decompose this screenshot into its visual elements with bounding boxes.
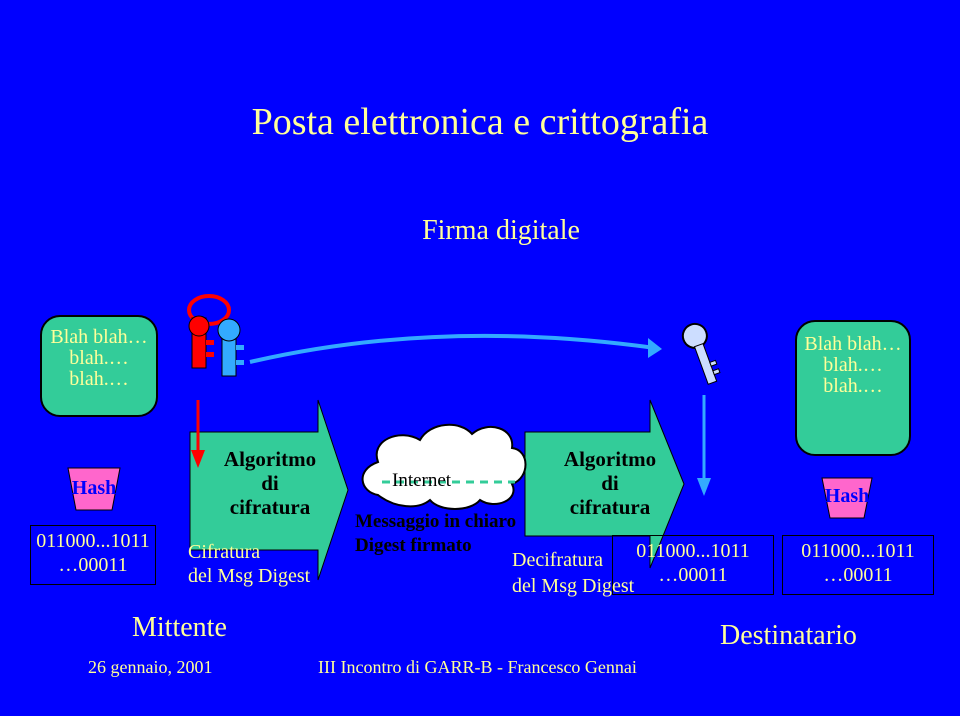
- transfer-curve: [249, 333, 656, 364]
- digest-left-box: 011000...1011 …00011: [30, 525, 156, 585]
- doc-line: blah.…: [823, 354, 883, 376]
- decrypt-caption: Decifratura del Msg Digest: [512, 548, 652, 598]
- key-icon: [681, 322, 721, 385]
- encrypt-algorithm-label: Algoritmo di cifratura: [200, 447, 340, 519]
- algo-line: di: [601, 471, 619, 495]
- footer-event: III Incontro di GARR-B - Francesco Genna…: [318, 657, 637, 677]
- caption-line: Cifratura: [188, 541, 261, 563]
- algo-line: cifratura: [569, 495, 651, 519]
- hash-left-label: Hash: [71, 477, 117, 499]
- algo-line: di: [261, 471, 279, 495]
- algo-line: Algoritmo: [223, 447, 317, 471]
- digest-line: …00011: [58, 554, 128, 576]
- doc-line: Blah blah…: [804, 333, 902, 355]
- encrypt-caption: Cifratura del Msg Digest: [188, 540, 338, 588]
- digest-line: 011000...1011: [36, 530, 150, 552]
- blue-key-icon: [217, 318, 244, 377]
- caption-line: del Msg Digest: [188, 565, 311, 587]
- algo-line: cifratura: [229, 495, 311, 519]
- doc-line: Blah blah…: [50, 326, 148, 348]
- sender-label: Mittente: [132, 612, 227, 643]
- red-key-icon: [187, 294, 231, 369]
- sender-document: Blah blah… blah.… blah.…: [40, 315, 158, 417]
- page-title: Posta elettronica e crittografia: [251, 101, 709, 143]
- doc-line: blah.…: [69, 368, 129, 390]
- caption-line: del Msg Digest: [512, 575, 635, 597]
- receiver-down-arrowhead: [697, 478, 711, 496]
- algo-line: Algoritmo: [563, 447, 657, 471]
- hash-left-shape: [67, 467, 121, 511]
- cloud-icon: [361, 423, 527, 510]
- digest-middle-box: 011000...1011 …00011: [612, 535, 774, 595]
- digest-line: …00011: [823, 564, 893, 586]
- cloud-digest-line: Digest firmato: [355, 535, 472, 556]
- page-subtitle: Firma digitale: [422, 215, 580, 246]
- doc-line: blah.…: [69, 347, 129, 369]
- digest-line: 011000...1011: [801, 540, 915, 562]
- doc-line: blah.…: [823, 375, 883, 397]
- encrypt-arrow-shape: [189, 399, 349, 581]
- internet-label: Internet: [392, 470, 452, 491]
- digest-line: 011000...1011: [636, 540, 750, 562]
- hash-right-shape: [821, 477, 873, 519]
- receiver-document: Blah blah… blah.… blah.…: [795, 320, 911, 456]
- digest-line: …00011: [658, 564, 728, 586]
- footer-date: 26 gennaio, 2001: [88, 657, 213, 677]
- decrypt-algorithm-label: Algoritmo di cifratura: [540, 447, 680, 519]
- decrypt-arrow-shape: [524, 399, 685, 569]
- transfer-arrowhead: [648, 338, 662, 358]
- hash-right-label: Hash: [824, 485, 870, 507]
- cloud-message-line: Messaggio in chiaro: [355, 511, 517, 532]
- receiver-label: Destinatario: [720, 620, 857, 651]
- caption-line: Decifratura: [512, 549, 604, 571]
- sender-down-arrowhead: [191, 450, 205, 468]
- digest-right-box: 011000...1011 …00011: [782, 535, 934, 595]
